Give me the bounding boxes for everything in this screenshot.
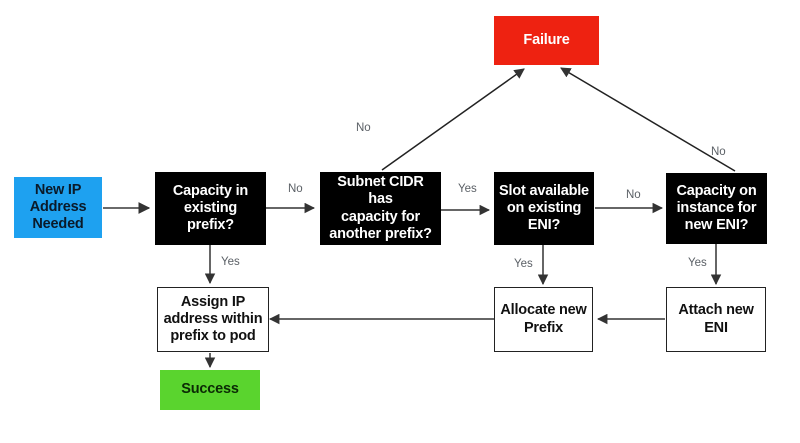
node-capacity-existing-prefix[interactable]: Capacity in existing prefix?	[155, 172, 266, 245]
edge-subnet-no-to-failure	[381, 68, 525, 171]
node-assign-ip-address[interactable]: Assign IP address within prefix to pod	[157, 287, 269, 352]
edge-label-slot-no: No	[626, 189, 641, 201]
node-success-label: Success	[181, 381, 239, 398]
node-start-label: New IP Address Needed	[29, 181, 87, 233]
node-failure[interactable]: Failure	[494, 16, 599, 65]
node-capacity-instance-new-eni[interactable]: Capacity on instance for new ENI?	[666, 173, 767, 244]
edge-label-subnet-yes: Yes	[458, 183, 477, 195]
edge-label-slot-yes: Yes	[514, 258, 533, 270]
node-capacity-instance-new-eni-label: Capacity on instance for new ENI?	[676, 182, 757, 234]
node-attach-new-eni-label: Attach new ENI	[678, 302, 754, 336]
node-subnet-cidr-capacity-label: Subnet CIDR has capacity for another pre…	[329, 174, 432, 242]
node-capacity-existing-prefix-label: Capacity in existing prefix?	[172, 182, 249, 234]
edge-label-capacity-yes: Yes	[221, 256, 240, 268]
node-assign-ip-address-label: Assign IP address within prefix to pod	[163, 293, 263, 345]
node-start[interactable]: New IP Address Needed	[14, 177, 102, 238]
edge-label-instance-yes: Yes	[688, 257, 707, 269]
node-allocate-new-prefix[interactable]: Allocate new Prefix	[494, 287, 593, 352]
node-success[interactable]: Success	[160, 370, 260, 410]
node-failure-label: Failure	[523, 31, 570, 48]
edge-instance-no-to-failure	[560, 67, 736, 172]
node-slot-available-eni-label: Slot available on existing ENI?	[499, 182, 589, 234]
node-subnet-cidr-capacity[interactable]: Subnet CIDR has capacity for another pre…	[320, 172, 441, 245]
edge-label-instance-no: No	[711, 146, 726, 158]
node-attach-new-eni[interactable]: Attach new ENI	[666, 287, 766, 352]
edge-label-subnet-no: No	[356, 122, 371, 134]
edge-label-capacity-no: No	[288, 183, 303, 195]
node-slot-available-eni[interactable]: Slot available on existing ENI?	[494, 172, 594, 245]
node-allocate-new-prefix-label: Allocate new Prefix	[500, 302, 587, 336]
